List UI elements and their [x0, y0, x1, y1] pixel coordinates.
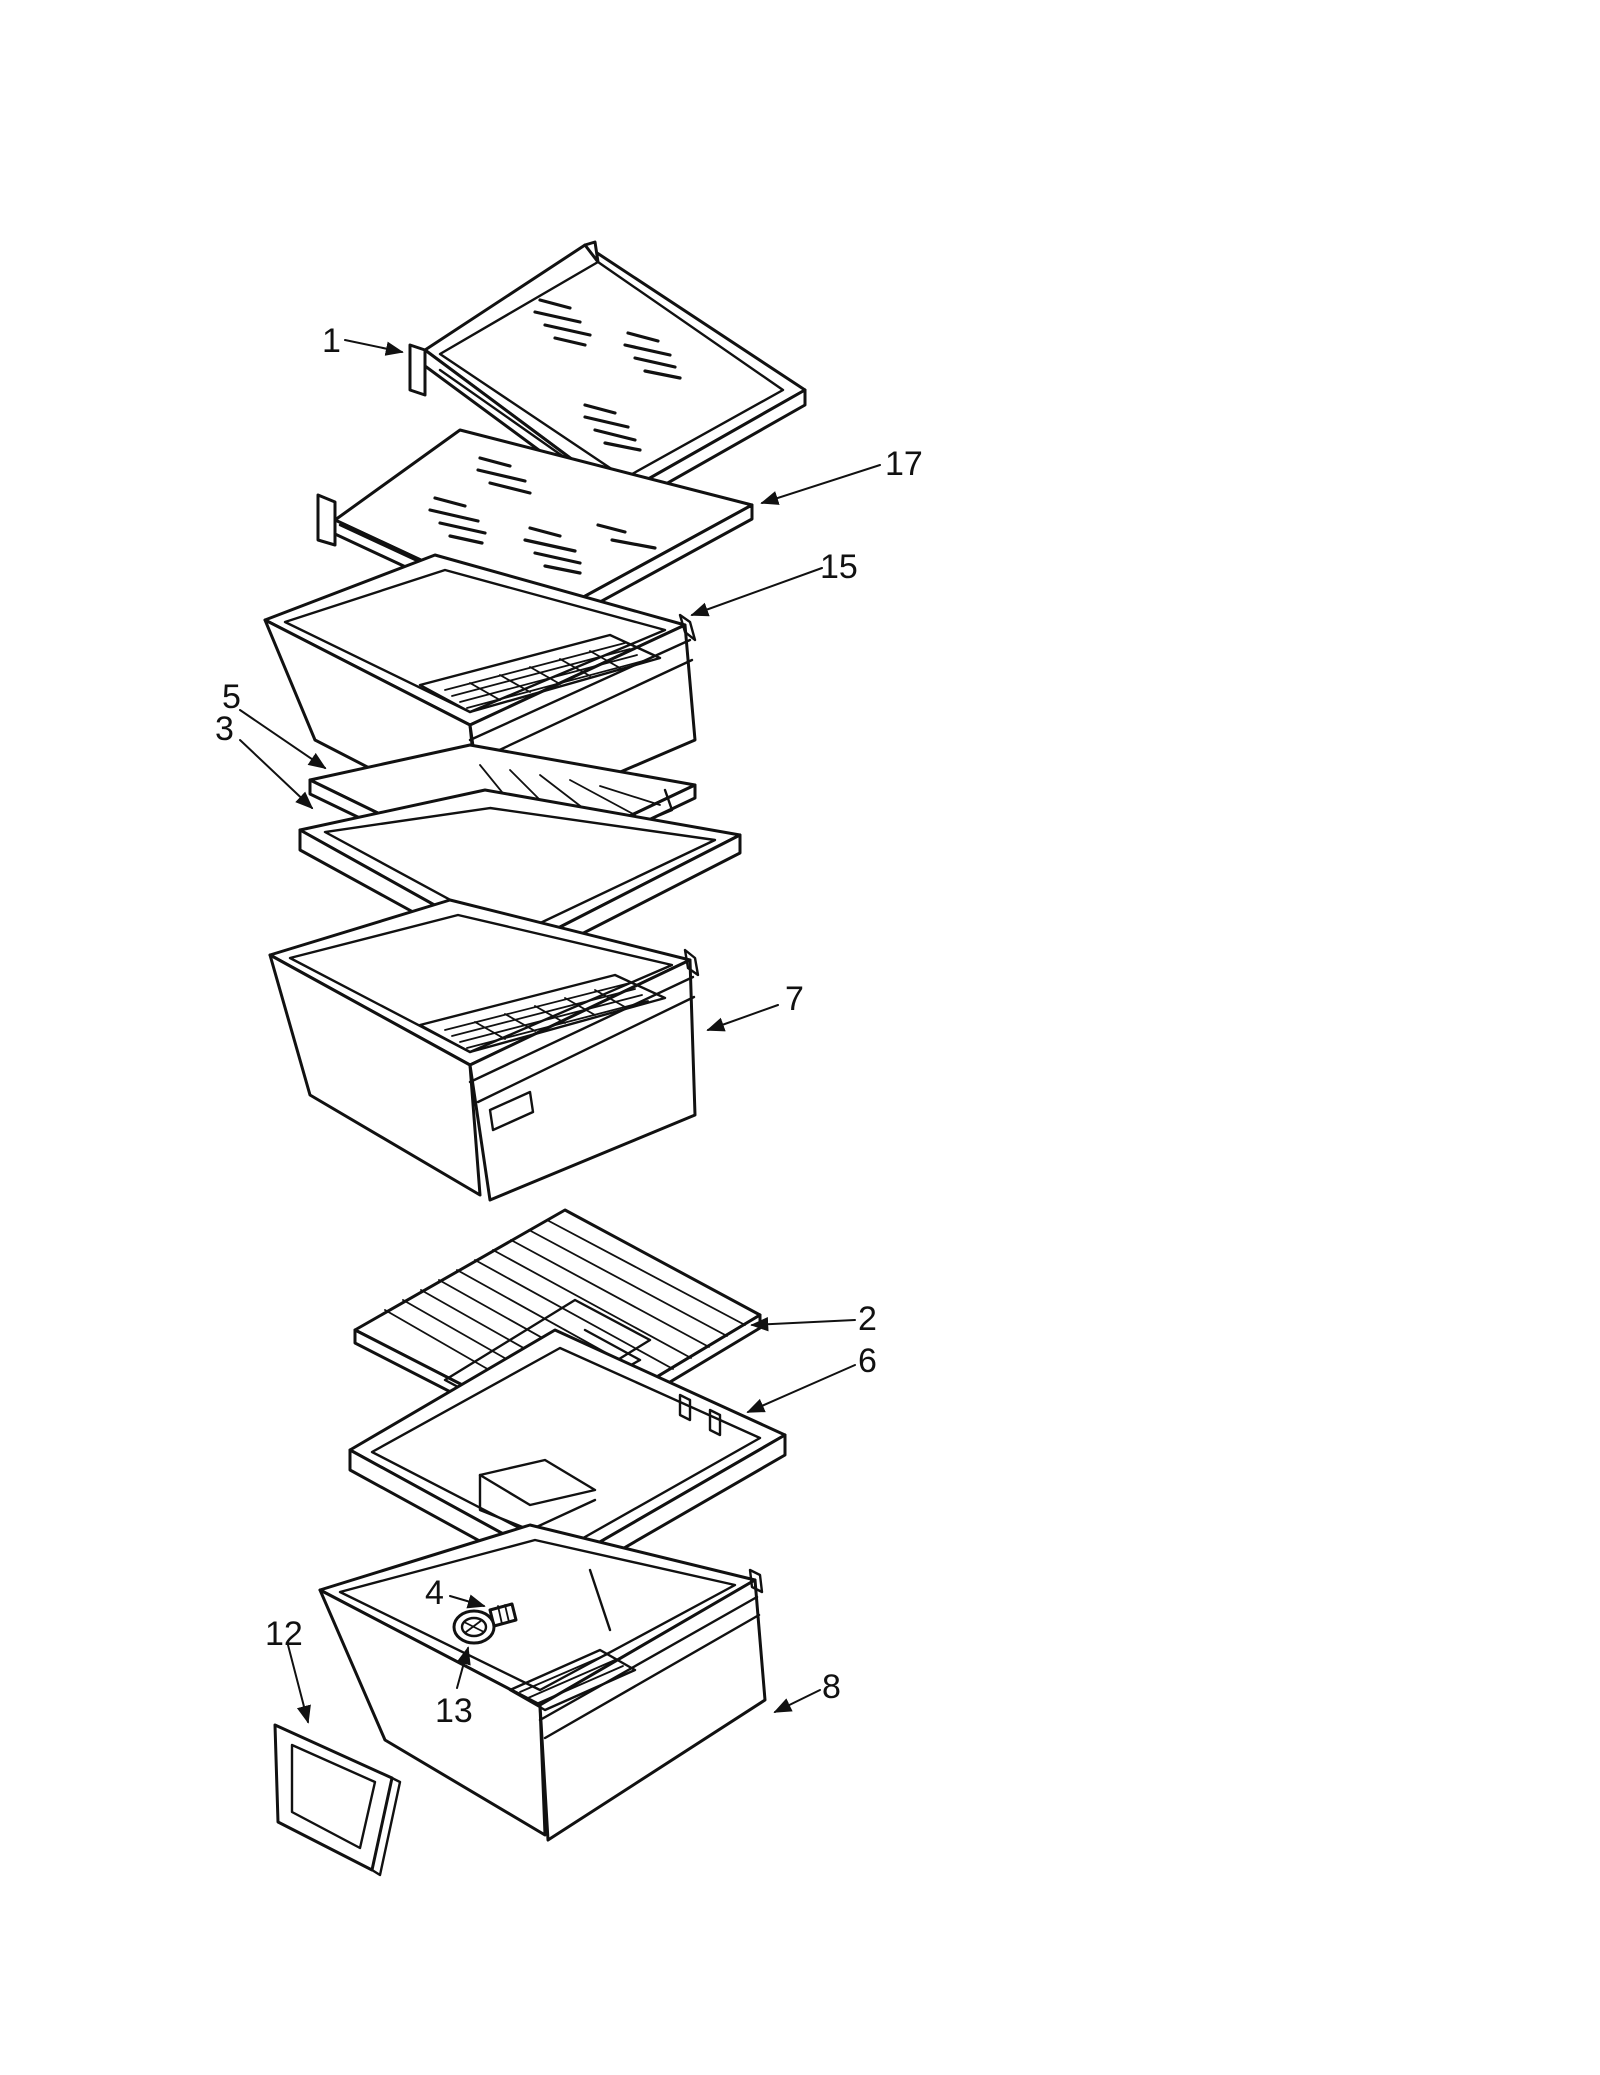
part-7-crisper-drawer — [268, 898, 700, 1202]
leader-5 — [239, 709, 327, 770]
callout-5: 5 — [222, 678, 241, 716]
leader-8 — [773, 1689, 821, 1713]
callout-6: 6 — [858, 1342, 877, 1380]
leader-3 — [239, 739, 314, 810]
callout-7: 7 — [785, 980, 804, 1018]
leader-1 — [344, 339, 404, 356]
callout-2: 2 — [858, 1300, 877, 1338]
callout-13: 13 — [435, 1692, 473, 1730]
leader-12 — [287, 1644, 311, 1724]
part-15-vent-slots — [444, 642, 644, 709]
callout-1: 1 — [322, 322, 341, 360]
callout-12: 12 — [265, 1615, 303, 1653]
callout-4: 4 — [425, 1574, 444, 1612]
leader-2 — [750, 1317, 856, 1332]
part-7-vent-slots — [444, 982, 649, 1049]
leader-lines — [239, 339, 881, 1724]
leader-13 — [456, 1646, 471, 1689]
callout-17: 17 — [885, 445, 923, 483]
part-17-glass-markings — [428, 456, 657, 575]
callout-3: 3 — [215, 710, 234, 748]
callout-labels: 1 17 15 5 3 7 2 6 4 12 13 8 — [215, 322, 923, 1730]
part-1-glass-markings — [533, 298, 682, 452]
part-4-spring — [488, 1602, 518, 1628]
callout-15: 15 — [820, 548, 858, 586]
callout-8: 8 — [822, 1668, 841, 1706]
part-8-bottom-drawer — [318, 1523, 767, 1842]
leader-15 — [690, 567, 823, 617]
part-12-label-badge — [273, 1723, 402, 1877]
leader-17 — [760, 464, 881, 505]
leader-4 — [449, 1594, 486, 1609]
leader-6 — [746, 1364, 856, 1413]
leader-7 — [706, 1004, 779, 1032]
part-13-control-knob — [452, 1609, 496, 1645]
